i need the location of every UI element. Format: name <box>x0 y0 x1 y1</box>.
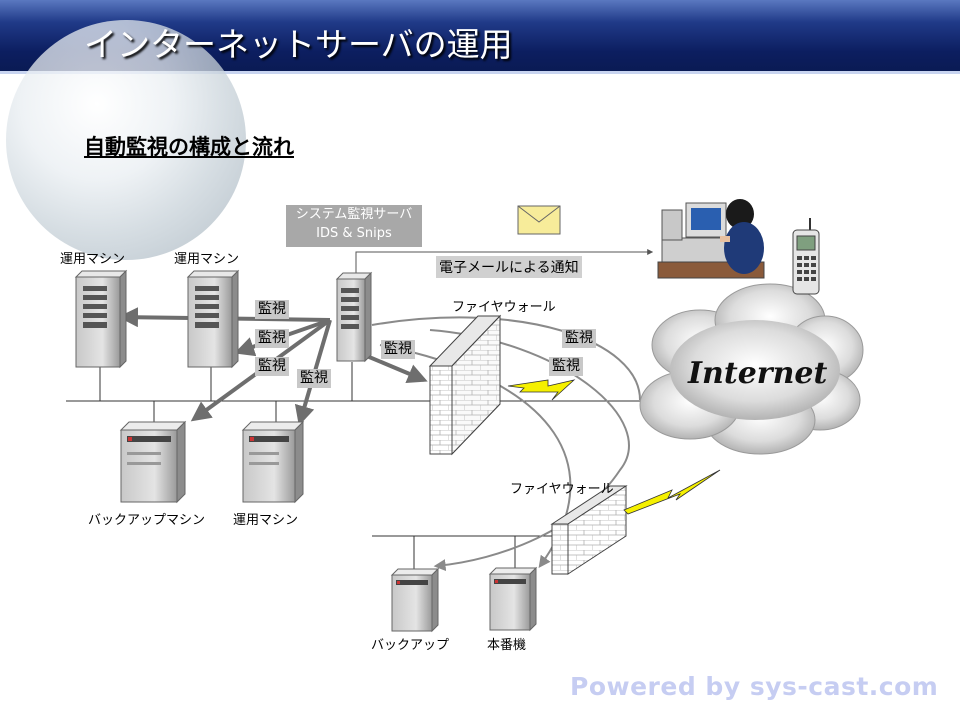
monitor-server-name: システム監視サーバ <box>295 207 413 222</box>
backup-machine-icon <box>119 420 187 504</box>
backup-2-label: バックアップ <box>371 638 450 653</box>
ops-machine-1-label: 運用マシン <box>60 252 126 267</box>
lightning-1-icon <box>507 379 576 401</box>
backup-machine-label: バックアップマシン <box>88 513 206 528</box>
email-notify-line <box>355 249 654 276</box>
monitor-server-label: システム監視サーバ IDS & Snips <box>286 205 422 247</box>
monitor-tag: 監視 <box>255 300 289 319</box>
firewall-2-label: ファイヤウォール <box>510 482 614 497</box>
globe-background-icon <box>6 20 246 260</box>
production-label: 本番機 <box>487 638 527 653</box>
production-server-icon <box>488 566 538 632</box>
monitor-tag: 監視 <box>562 329 596 348</box>
monitor-tag: 監視 <box>255 357 289 376</box>
lan-upper <box>66 362 640 425</box>
monitor-tag: 監視 <box>255 329 289 348</box>
slide-title: インターネットサーバの運用 <box>84 25 513 64</box>
firewall-2-icon <box>550 485 628 575</box>
monitor-server-icon <box>335 271 373 363</box>
backup-2-icon <box>390 567 440 633</box>
lan-lower <box>372 535 580 570</box>
ops-machine-3-icon <box>241 420 305 504</box>
mobile-phone-icon <box>792 218 820 295</box>
firewall-1-label: ファイヤウォール <box>452 300 556 315</box>
lightning-2-icon <box>623 469 721 515</box>
ops-machine-2-icon <box>186 269 240 369</box>
slide-subtitle: 自動監視の構成と流れ <box>84 135 294 159</box>
ops-machine-3-label: 運用マシン <box>233 513 299 528</box>
monitor-server-tools: IDS & Snips <box>316 226 392 241</box>
internet-label: Internet <box>688 356 828 391</box>
email-notify-label: 電子メールによる通知 <box>436 256 582 278</box>
firewall-1-icon <box>428 314 502 456</box>
mail-envelope-icon <box>517 205 561 235</box>
internet-cloud-icon <box>639 283 864 455</box>
ops-machine-1-icon <box>74 269 128 369</box>
ops-machine-2-label: 運用マシン <box>174 252 240 267</box>
operator-workstation-icon <box>657 199 765 279</box>
footer-credit: Powered by sys-cast.com <box>570 672 939 701</box>
monitor-tag: 監視 <box>297 369 331 388</box>
monitor-tag: 監視 <box>381 340 415 359</box>
monitor-tag: 監視 <box>549 357 583 376</box>
